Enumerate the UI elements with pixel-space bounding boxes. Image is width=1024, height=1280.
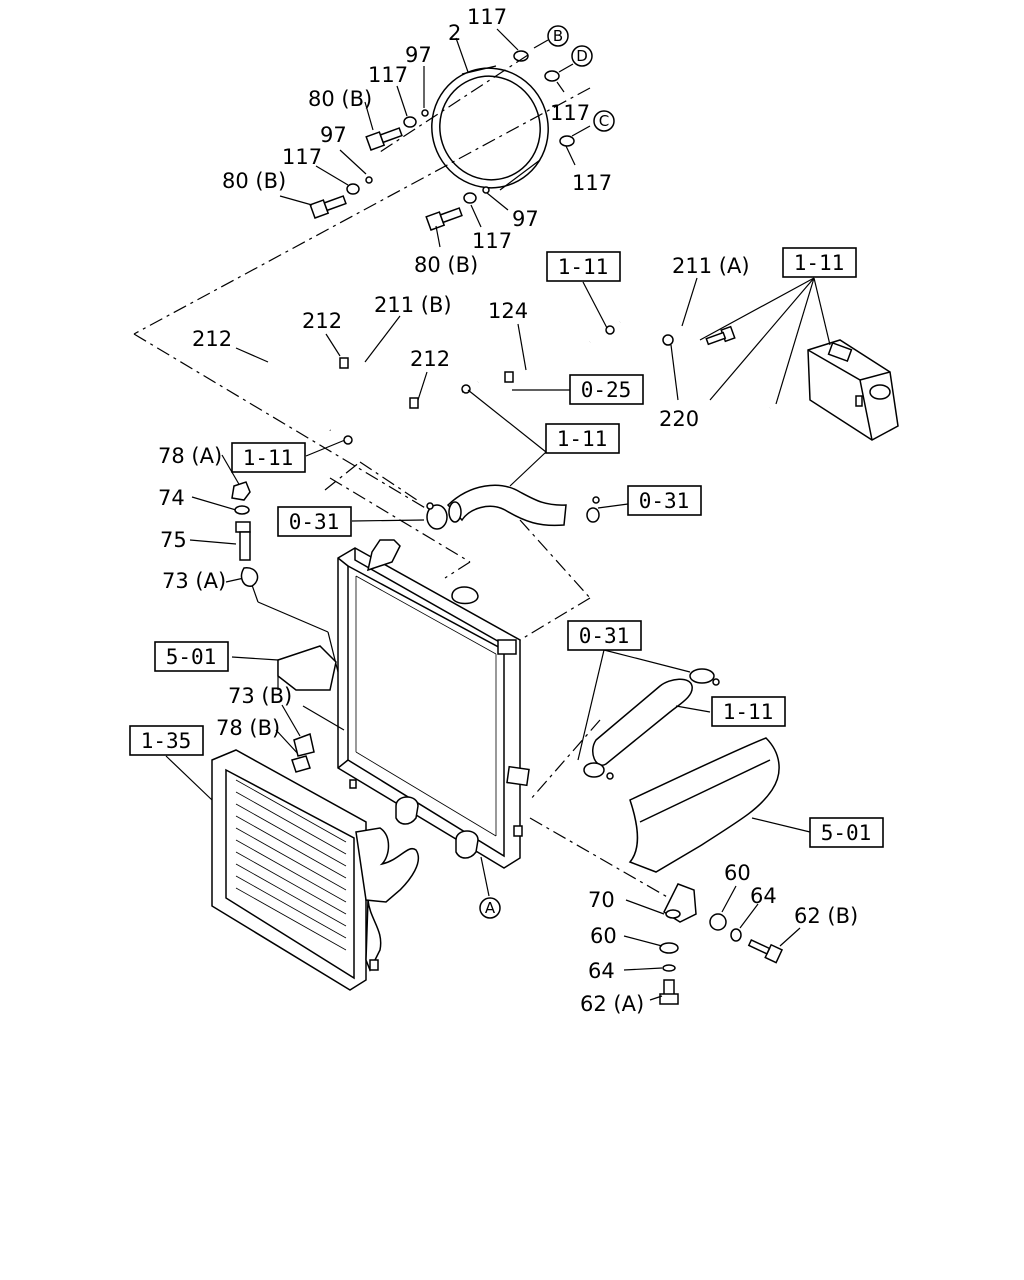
part-label: 74: [158, 486, 185, 510]
svg-text:1-11: 1-11: [794, 251, 845, 275]
part-label: 117: [368, 63, 408, 87]
ring-leaders: [279, 28, 591, 248]
part-label: 80 (B): [414, 253, 478, 277]
ref-box-0-25: 0-25: [569, 374, 644, 405]
svg-text:D: D: [576, 47, 588, 65]
part-label: 211 (B): [374, 293, 452, 317]
ref-box-1-35: 1-35: [129, 725, 204, 756]
part-label: 2: [448, 21, 461, 45]
reserve-tank: [807, 339, 899, 441]
part-label: 97: [320, 123, 347, 147]
part-label: 212: [410, 347, 450, 371]
part-label: 64: [750, 884, 777, 908]
ref-box-1-11: 1-11: [782, 247, 857, 278]
reference-boxes: 1-11 1-11 0-25 1-11 1-11 0-31 0-31 5-01: [129, 247, 884, 848]
svg-text:B: B: [553, 27, 563, 45]
fan-shroud-ring: [431, 65, 549, 191]
part-label: 75: [160, 528, 187, 552]
svg-text:1-11: 1-11: [243, 446, 294, 470]
part-label: 117: [467, 5, 507, 29]
part-label: 117: [550, 101, 590, 125]
ref-box-1-11: 1-11: [231, 442, 306, 473]
part-label: 62 (B): [794, 904, 858, 928]
ref-box-0-31: 0-31: [567, 620, 642, 651]
ref-box-1-11: 1-11: [711, 696, 786, 727]
ref-box-5-01: 5-01: [809, 817, 884, 848]
svg-text:5-01: 5-01: [166, 645, 217, 669]
svg-text:C: C: [599, 112, 609, 130]
svg-text:0-31: 0-31: [579, 624, 630, 648]
svg-text:0-31: 0-31: [289, 510, 340, 534]
circle-ref-d: D: [571, 45, 593, 67]
ref-box-0-31: 0-31: [277, 506, 352, 537]
part-label: 80 (B): [308, 87, 372, 111]
part-label: 117: [472, 229, 512, 253]
part-label: 211 (A): [672, 254, 750, 278]
ref-box-0-31: 0-31: [627, 485, 702, 516]
circle-ref-b: B: [547, 25, 569, 47]
bracket-left: [277, 645, 337, 691]
part-label: 117: [282, 145, 322, 169]
radiator-leaders: [189, 454, 345, 757]
circle-ref-a: A: [479, 897, 501, 919]
part-label: 80 (B): [222, 169, 286, 193]
part-label: 220: [659, 407, 699, 431]
circle-ref-c: C: [593, 110, 615, 132]
svg-text:1-35: 1-35: [141, 729, 192, 753]
part-label: 97: [405, 43, 432, 67]
part-label: 78 (B): [216, 716, 280, 740]
part-label: 78 (A): [158, 444, 222, 468]
svg-text:1-11: 1-11: [558, 255, 609, 279]
part-labels: 117 2 97 117 80 (B) 97 117 80 (B) 117 11…: [158, 5, 858, 1016]
svg-text:5-01: 5-01: [821, 821, 872, 845]
svg-text:0-31: 0-31: [639, 489, 690, 513]
part-label: 97: [512, 207, 539, 231]
svg-text:1-11: 1-11: [723, 700, 774, 724]
part-label: 73 (B): [228, 684, 292, 708]
part-label: 117: [572, 171, 612, 195]
svg-text:0-25: 0-25: [581, 378, 632, 402]
upper-radiator-hose: [305, 389, 629, 530]
ref-box-5-01: 5-01: [154, 641, 229, 672]
overflow-hoses: [266, 308, 771, 432]
bottom-bracket-assembly: [480, 719, 801, 1005]
part-label: 212: [192, 327, 232, 351]
part-label: 60: [724, 861, 751, 885]
part-label: 124: [488, 299, 528, 323]
part-label: 62 (A): [580, 992, 644, 1016]
part-label: 64: [588, 959, 615, 983]
svg-text:1-11: 1-11: [557, 427, 608, 451]
part-label: 212: [302, 309, 342, 333]
ref-box-1-11: 1-11: [545, 423, 620, 454]
ref-box-1-11: 1-11: [546, 251, 621, 282]
part-label: 70: [588, 888, 615, 912]
intercooler: [165, 749, 420, 991]
hose-leaders: [235, 277, 831, 405]
charge-air-duct: [577, 649, 811, 873]
svg-text:A: A: [485, 899, 496, 917]
part-label: 73 (A): [162, 569, 226, 593]
mount-fasteners-left: [231, 481, 315, 773]
radiator-core: [337, 539, 530, 869]
part-label: 60: [590, 924, 617, 948]
ring-fasteners: [309, 50, 575, 231]
